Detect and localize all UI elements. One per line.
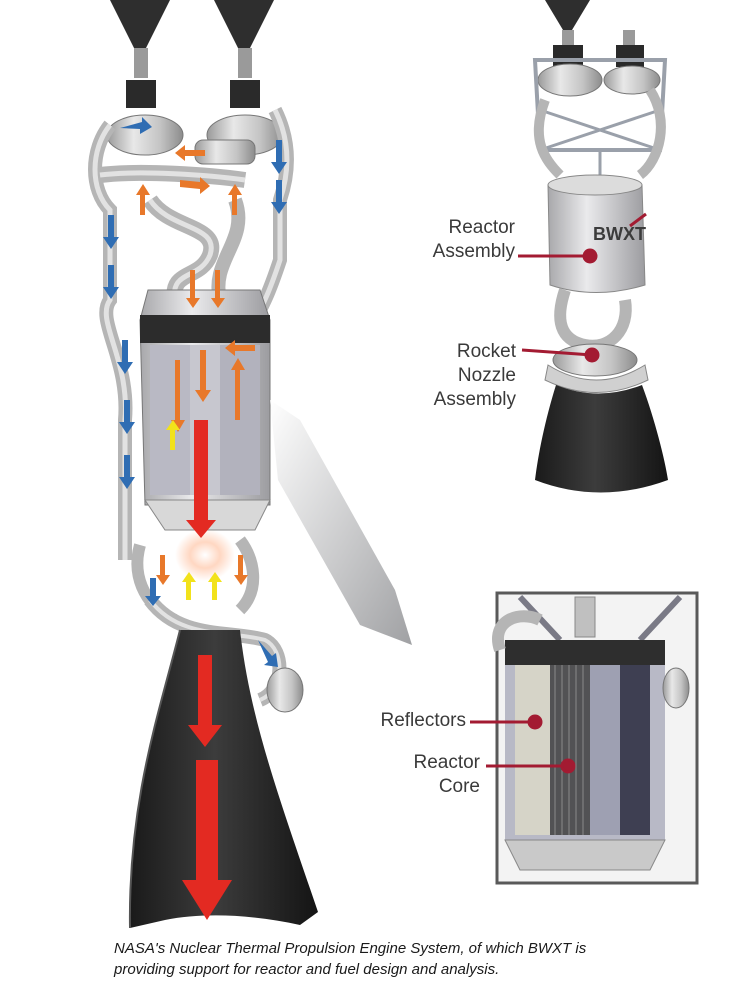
label-reflectors: Reflectors	[380, 710, 466, 731]
exhaust-flow-arrows	[182, 420, 232, 920]
figure-caption: NASA's Nuclear Thermal Propulsion Engine…	[114, 940, 587, 978]
cutaway-engine	[88, 0, 318, 929]
exterior-nozzle	[535, 385, 668, 493]
label-reactor-core: Reactor Core	[413, 752, 480, 797]
label-rocket-nozzle-assembly: Rocket Nozzle Assembly	[433, 341, 516, 410]
callout-lines	[470, 248, 600, 774]
label-reactor-assembly: Reactor Assembly	[432, 217, 515, 262]
cutaway-nozzle	[129, 630, 318, 928]
inlet-funnel-right	[214, 0, 274, 48]
reactor-core-inset	[492, 591, 699, 885]
cold-flow-arrows	[103, 117, 287, 667]
inlet-funnel-left	[110, 0, 170, 48]
zoom-beam	[270, 400, 412, 645]
hot-flow-arrows	[136, 145, 255, 585]
bwxt-logo: BWXT	[593, 224, 646, 244]
exterior-engine: BWXT	[532, 0, 668, 493]
mid-flow-arrows	[166, 420, 222, 600]
